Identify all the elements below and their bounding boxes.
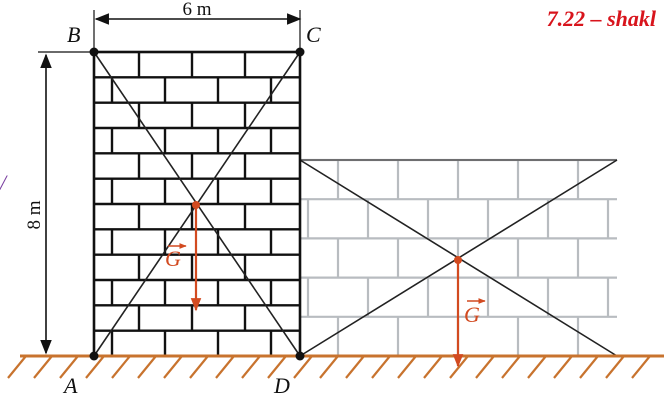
ground-hatch xyxy=(85,355,105,379)
point-label-C: C xyxy=(306,22,321,47)
ground-hatch xyxy=(605,355,625,379)
ground-hatch xyxy=(345,355,365,379)
ground-hatch xyxy=(527,355,547,379)
height-dimension-label: 8 m xyxy=(24,200,45,229)
ground-line xyxy=(7,354,664,379)
point-label-D: D xyxy=(273,373,290,398)
ground-hatch xyxy=(501,355,521,379)
ground-hatch xyxy=(241,355,261,379)
center-of-mass-tipped xyxy=(454,256,462,264)
width-dimension-label: 6 m xyxy=(182,0,211,20)
point-label-B: B xyxy=(67,22,80,47)
ground-hatch xyxy=(475,355,495,379)
corner-dot-A xyxy=(89,351,99,361)
ground-hatch xyxy=(631,355,651,379)
ground-hatch xyxy=(33,355,53,379)
ground-hatch xyxy=(423,355,443,379)
corner-dot-C xyxy=(295,47,305,57)
corner-dot-B xyxy=(89,47,99,57)
ground-hatch xyxy=(371,355,391,379)
ground-hatch xyxy=(59,355,79,379)
figure-label: 7.22 – shakl xyxy=(546,6,656,31)
ground-hatch xyxy=(579,355,599,379)
center-of-mass-upright xyxy=(192,201,200,209)
ground-hatch xyxy=(7,355,27,379)
ground-hatch xyxy=(319,355,339,379)
corner-dot-D xyxy=(295,351,305,361)
ground-hatch xyxy=(189,355,209,379)
ground-hatch xyxy=(397,355,417,379)
ground-hatch xyxy=(163,355,183,379)
point-label-A: A xyxy=(62,373,78,398)
ground-hatch xyxy=(293,355,313,379)
ground-hatch xyxy=(111,355,131,379)
ground-hatch xyxy=(553,355,573,379)
ground-hatch xyxy=(137,355,157,379)
weight-label-tipped: G xyxy=(464,302,480,327)
ground-hatch xyxy=(215,355,235,379)
ground-hatch xyxy=(267,355,287,379)
edge-mark: / xyxy=(0,170,7,195)
weight-label-upright: G xyxy=(165,246,181,271)
